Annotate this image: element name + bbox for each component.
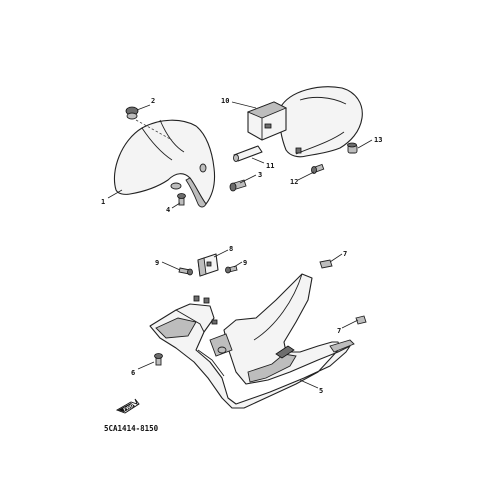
callout-2: 2 <box>151 97 155 105</box>
callout-9-right: 9 <box>243 259 247 267</box>
cover-rod <box>233 145 263 162</box>
fender-bolt <box>229 179 247 192</box>
callout-4: 4 <box>166 206 170 214</box>
callout-8: 8 <box>229 245 233 253</box>
callout-7-upper: 7 <box>343 250 347 258</box>
front-fender <box>114 119 216 208</box>
fender-emblem <box>125 106 173 141</box>
callout-13: 13 <box>374 136 382 144</box>
callout-1: 1 <box>101 198 105 206</box>
floor-panel <box>149 273 355 409</box>
callout-9-left: 9 <box>155 259 159 267</box>
callout-3: 3 <box>258 171 262 179</box>
fwd-direction-icon: FWD <box>115 398 140 414</box>
leader-lines <box>107 101 373 389</box>
callout-5: 5 <box>319 387 323 395</box>
bracket <box>197 253 219 277</box>
callout-12: 12 <box>290 178 298 186</box>
callout-10: 10 <box>221 97 229 105</box>
bracket-bolt-left <box>178 267 193 276</box>
callout-labels: 2 1 3 4 10 11 12 13 8 9 9 7 7 6 5 <box>101 97 382 395</box>
fender-screw <box>177 193 186 206</box>
clip-lower <box>355 315 367 325</box>
callout-11: 11 <box>266 162 274 170</box>
rear-cover <box>246 86 363 158</box>
cover-nut <box>347 142 358 154</box>
clip-upper <box>319 259 333 269</box>
floor-bolt <box>154 353 163 366</box>
callout-7-lower: 7 <box>337 327 341 335</box>
fwd-label: FWD <box>122 402 134 412</box>
cover-screw <box>311 163 325 174</box>
callout-6: 6 <box>131 369 135 377</box>
diagram-code: 5CA1414-8150 <box>104 424 159 433</box>
bracket-bolt-right <box>225 265 238 274</box>
